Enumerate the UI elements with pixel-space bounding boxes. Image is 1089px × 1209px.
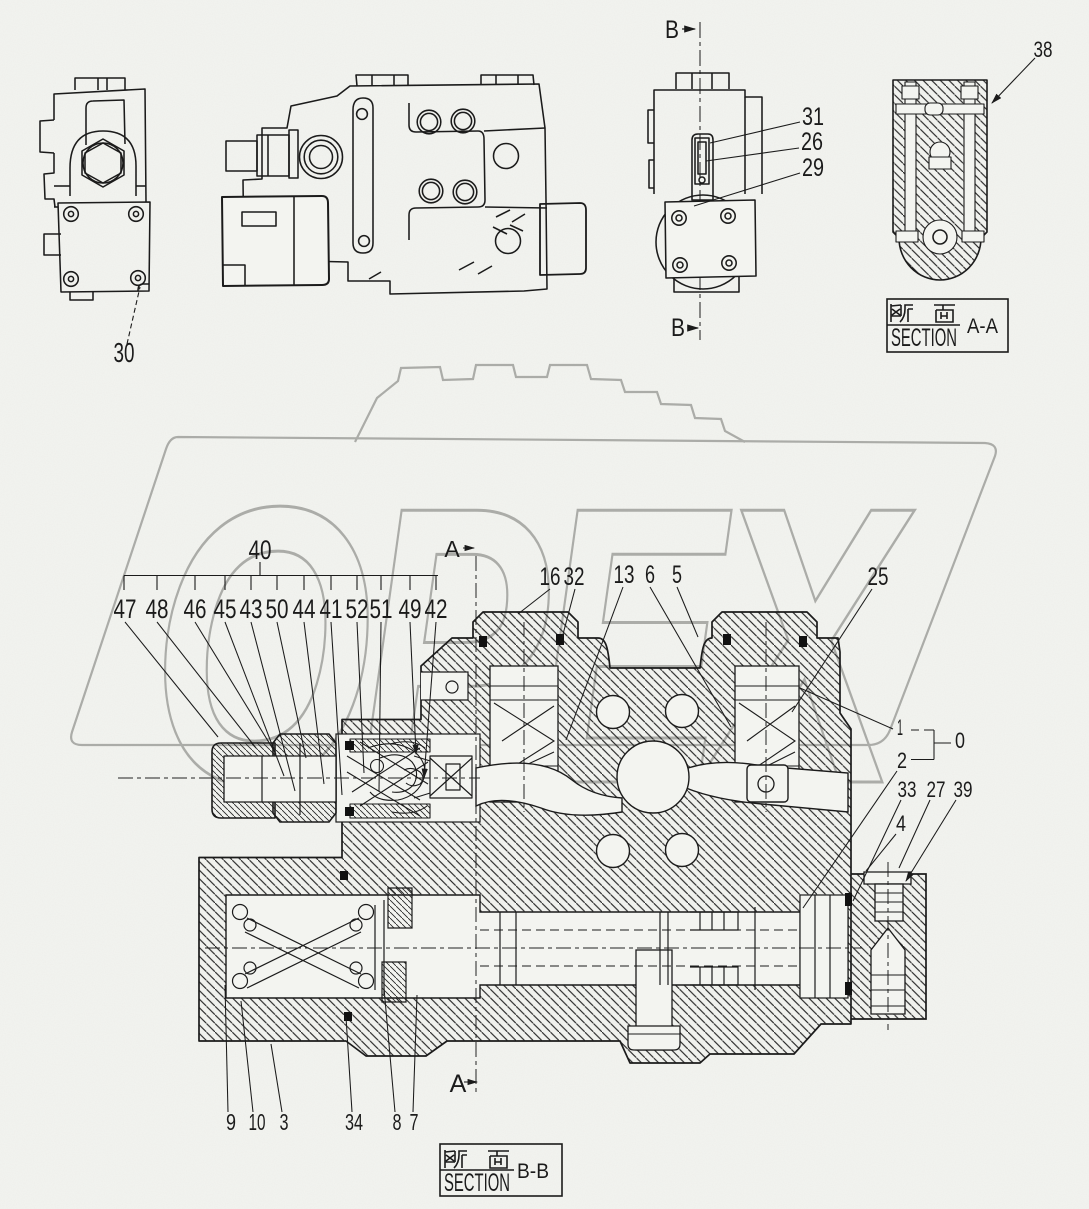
svg-text:39: 39 xyxy=(954,777,973,802)
svg-text:B-B: B-B xyxy=(517,1160,549,1183)
svg-text:25: 25 xyxy=(868,563,889,591)
svg-text:50: 50 xyxy=(266,594,289,624)
svg-text:4: 4 xyxy=(896,811,906,836)
svg-text:2: 2 xyxy=(897,748,907,773)
svg-text:47: 47 xyxy=(114,594,137,624)
svg-text:41: 41 xyxy=(320,594,343,624)
svg-text:49: 49 xyxy=(399,594,422,624)
svg-text:52: 52 xyxy=(346,594,369,624)
svg-text:A: A xyxy=(444,536,460,562)
svg-text:34: 34 xyxy=(345,1109,363,1135)
svg-text:B: B xyxy=(665,16,679,44)
svg-text:43: 43 xyxy=(240,594,263,624)
svg-text:B: B xyxy=(671,314,685,342)
svg-text:32: 32 xyxy=(564,563,585,591)
svg-text:27: 27 xyxy=(927,777,946,802)
svg-text:A: A xyxy=(450,1070,467,1098)
svg-text:30: 30 xyxy=(114,337,135,368)
svg-text:7: 7 xyxy=(410,1109,419,1135)
svg-text:9: 9 xyxy=(226,1109,236,1135)
svg-text:42: 42 xyxy=(425,594,448,624)
svg-text:6: 6 xyxy=(645,561,655,589)
svg-text:26: 26 xyxy=(801,128,823,156)
svg-text:40: 40 xyxy=(249,535,272,565)
svg-text:0: 0 xyxy=(955,728,965,753)
svg-text:A-A: A-A xyxy=(967,315,998,338)
svg-text:45: 45 xyxy=(214,594,237,624)
svg-text:8: 8 xyxy=(393,1109,402,1135)
svg-text:13: 13 xyxy=(614,561,635,589)
svg-text:1: 1 xyxy=(897,715,903,740)
svg-text:5: 5 xyxy=(672,561,682,589)
svg-text:SECTION: SECTION xyxy=(891,324,957,352)
svg-text:29: 29 xyxy=(802,154,824,182)
svg-text:16: 16 xyxy=(540,563,561,591)
svg-text:33: 33 xyxy=(898,777,917,802)
svg-text:44: 44 xyxy=(293,594,316,624)
svg-text:38: 38 xyxy=(1034,37,1053,62)
svg-text:31: 31 xyxy=(802,103,824,131)
svg-text:48: 48 xyxy=(146,594,169,624)
svg-text:10: 10 xyxy=(249,1109,266,1135)
svg-text:3: 3 xyxy=(280,1109,289,1135)
svg-text:51: 51 xyxy=(370,594,393,624)
svg-text:46: 46 xyxy=(184,594,207,624)
svg-text:SECTION: SECTION xyxy=(444,1169,510,1197)
